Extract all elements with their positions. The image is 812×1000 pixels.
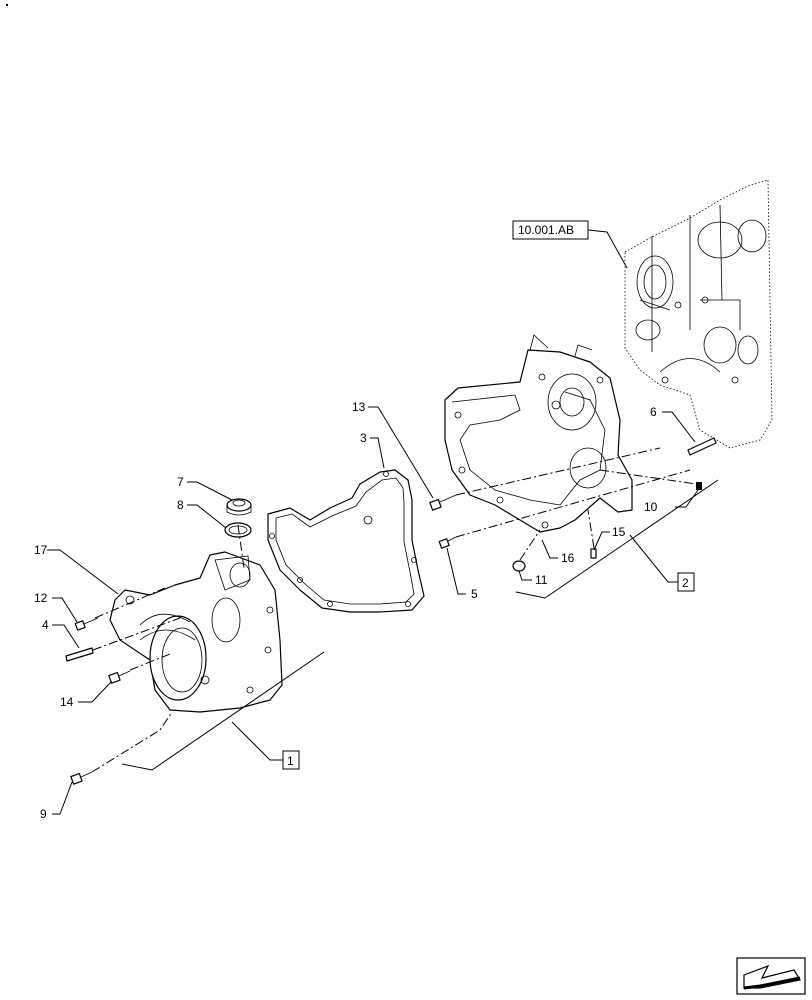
callout-5: 5 bbox=[471, 587, 478, 601]
callout-box-2 bbox=[677, 572, 695, 592]
callout-7: 7 bbox=[177, 475, 184, 489]
timing-housing bbox=[444, 334, 633, 533]
callout-leaders bbox=[47, 406, 699, 815]
callout-8: 8 bbox=[177, 498, 184, 512]
bolt-14 bbox=[108, 670, 131, 684]
callout-11: 11 bbox=[535, 573, 548, 587]
callout-3: 3 bbox=[360, 431, 367, 445]
callout-13: 13 bbox=[352, 400, 366, 414]
plug-11 bbox=[512, 560, 526, 572]
front-cover bbox=[109, 551, 283, 713]
pin-15 bbox=[590, 548, 597, 559]
assembly-leader-1 bbox=[231, 721, 283, 761]
callout-box-1 bbox=[282, 750, 300, 770]
callout-1: 1 bbox=[287, 754, 294, 768]
assembly-bracket-1 bbox=[121, 651, 325, 771]
bolt-5 bbox=[438, 536, 457, 549]
callout-9: 9 bbox=[40, 807, 47, 821]
callout-16: 16 bbox=[561, 551, 575, 565]
callout-17: 17 bbox=[34, 543, 48, 557]
dowel-10 bbox=[696, 482, 702, 490]
callout-10: 10 bbox=[644, 500, 658, 514]
assembly-leader-2 bbox=[629, 534, 678, 583]
callout-2: 2 bbox=[682, 576, 689, 590]
reference-label: 10.001.AB bbox=[518, 223, 574, 237]
bolt-12 bbox=[74, 617, 99, 631]
engine-block bbox=[624, 179, 773, 449]
stud-6 bbox=[687, 437, 717, 456]
gasket bbox=[267, 469, 425, 613]
callout-14: 14 bbox=[60, 695, 74, 709]
alignment-lines bbox=[91, 447, 697, 773]
callout-12: 12 bbox=[34, 591, 48, 605]
callout-15: 15 bbox=[612, 525, 626, 539]
callout-6: 6 bbox=[650, 405, 657, 419]
callout-4: 4 bbox=[42, 618, 49, 632]
arrow-next-page-icon[interactable] bbox=[736, 957, 806, 995]
filler-cap bbox=[226, 498, 252, 516]
assembly-bracket-2 bbox=[515, 479, 719, 599]
bolt-9 bbox=[70, 771, 93, 785]
stud-4 bbox=[65, 647, 94, 662]
bolt-13 bbox=[429, 494, 457, 511]
corner-dot-icon bbox=[6, 4, 8, 6]
reference-leader bbox=[587, 229, 628, 269]
